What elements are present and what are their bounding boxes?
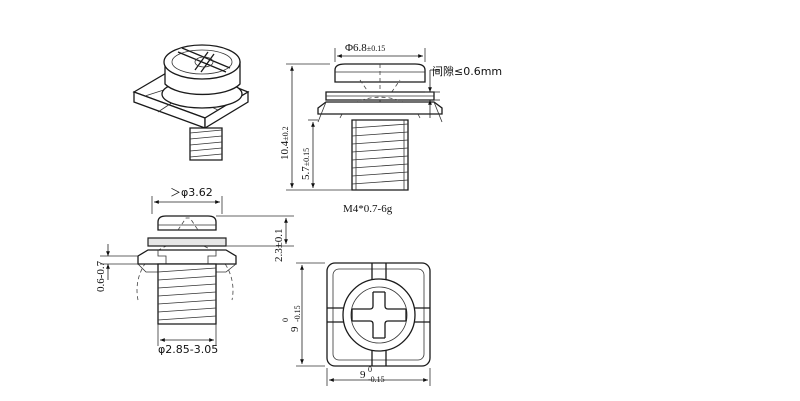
gap-label: 间隙≤0.6mm <box>432 64 502 78</box>
square-width-main: 9 <box>360 369 366 381</box>
square-width-lower: -0.15 <box>368 375 385 384</box>
shank-diameter-label: φ2.85-3.05 <box>158 343 218 356</box>
washer-thickness-label: 0.6-0.7 <box>95 260 107 292</box>
top-view <box>296 262 431 386</box>
isometric-view <box>132 44 250 161</box>
square-height-main: 9 <box>289 326 301 332</box>
square-height-upper: 0 <box>281 318 290 322</box>
total-length-label: 10.4±0.2 <box>279 126 291 160</box>
head-diameter-label: Φ6.8±0.15 <box>345 42 385 54</box>
square-width-upper: 0 <box>368 365 372 374</box>
head-height-label: 2.3±0.1 <box>273 228 285 262</box>
side-view <box>286 48 443 191</box>
min-diameter-label: ＞φ3.62 <box>170 186 213 199</box>
thread-length-label: 5.7±0.15 <box>300 148 312 180</box>
thread-spec-label: M4*0.7-6g <box>343 203 393 215</box>
square-height-lower: -0.15 <box>293 305 302 322</box>
section-view <box>100 196 294 346</box>
